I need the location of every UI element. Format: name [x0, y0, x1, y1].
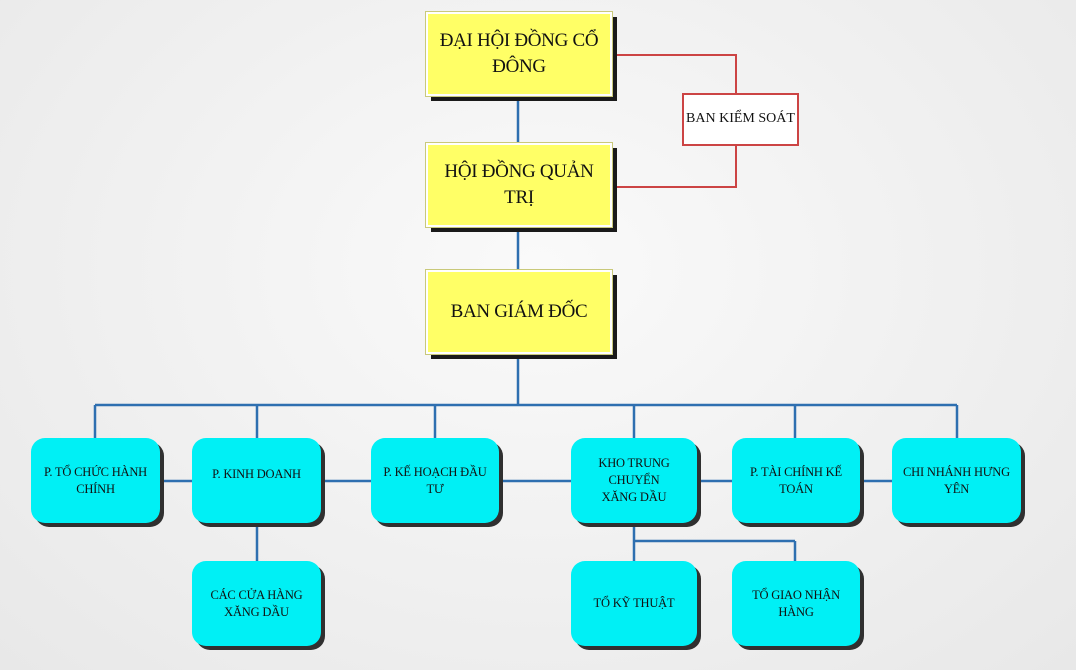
control-board-label: BAN KIỂM SOÁT	[686, 111, 795, 127]
unit-delivery-box: TỔ GIAO NHẬN HÀNG	[732, 561, 860, 646]
dept-depot-label-line2: XĂNG DẦU	[601, 489, 667, 504]
general-meeting-label: ĐẠI HỘI ĐỒNG CỔ ĐÔNG	[439, 30, 599, 77]
line-meeting-control	[612, 54, 737, 93]
dept-admin-label: P. TỔ CHỨC HÀNH CHÍNH	[43, 464, 147, 496]
unit-technical-label: TỔ KỸ THUẬT	[593, 596, 675, 611]
line-board-control	[612, 146, 737, 188]
unit-delivery-label: TỔ GIAO NHẬN HÀNG	[752, 587, 840, 619]
dept-depot-label-line1: KHO TRUNG CHUYỂN	[598, 456, 670, 488]
general-meeting-box: ĐẠI HỘI ĐỒNG CỔ ĐÔNG	[425, 11, 613, 97]
dept-planning-label: P. KẾ HOẠCH ĐẦU TƯ	[383, 464, 487, 496]
board-label: HỘI ĐỒNG QUẢN TRỊ	[444, 161, 594, 208]
unit-stores-label: CÁC CỬA HÀNG XĂNG DẦU	[210, 587, 303, 619]
dept-planning-box: P. KẾ HOẠCH ĐẦU TƯ	[371, 438, 499, 523]
dept-business-box: P. KINH DOANH	[192, 438, 321, 523]
dept-business-label: P. KINH DOANH	[212, 467, 301, 481]
unit-stores-box: CÁC CỬA HÀNG XĂNG DẦU	[192, 561, 321, 646]
dept-finance-box: P. TÀI CHÍNH KẾ TOÁN	[732, 438, 860, 523]
dept-finance-label: P. TÀI CHÍNH KẾ TOÁN	[750, 464, 842, 496]
directors-box: BAN GIÁM ĐỐC	[425, 269, 613, 355]
control-board-box: BAN KIỂM SOÁT	[682, 93, 799, 146]
dept-branch-box: CHI NHÁNH HƯNG YÊN	[892, 438, 1021, 523]
unit-technical-box: TỔ KỸ THUẬT	[571, 561, 697, 646]
board-box: HỘI ĐỒNG QUẢN TRỊ	[425, 142, 613, 228]
dept-admin-box: P. TỔ CHỨC HÀNH CHÍNH	[31, 438, 160, 523]
directors-label: BAN GIÁM ĐỐC	[450, 301, 588, 323]
dept-branch-label: CHI NHÁNH HƯNG YÊN	[903, 464, 1010, 496]
dept-depot-box: KHO TRUNG CHUYỂN XĂNG DẦU	[571, 438, 697, 523]
